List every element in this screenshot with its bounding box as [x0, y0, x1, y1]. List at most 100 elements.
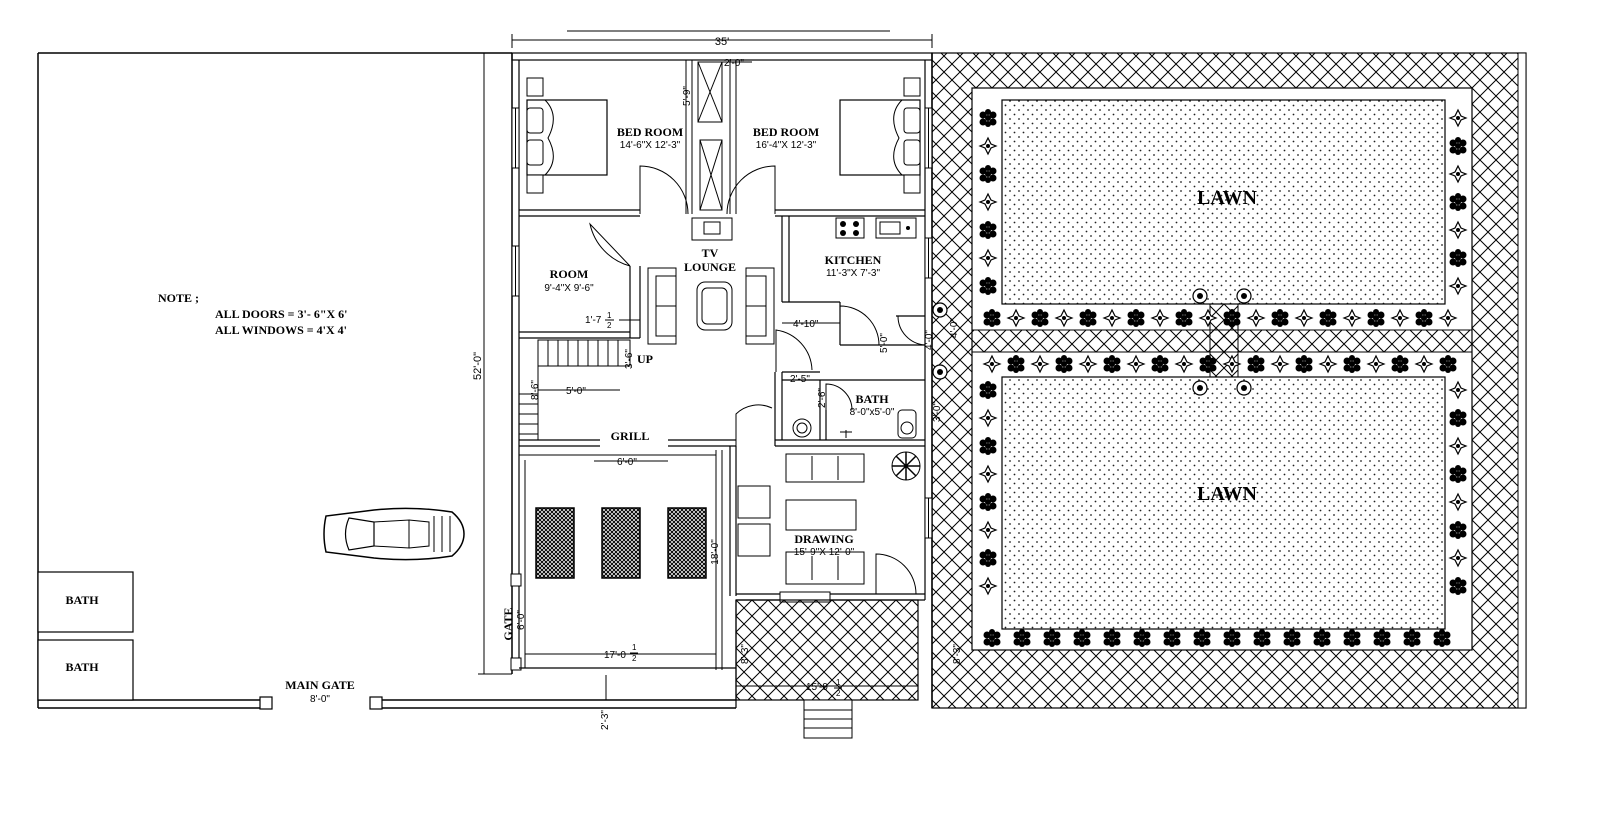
dimension-label: 15'-9	[806, 682, 828, 693]
dimension-label: 52'-0"	[472, 352, 484, 380]
dimension-label: 1'-7	[585, 315, 602, 326]
shrub-icon	[1133, 629, 1151, 647]
bath-2-label: BATH	[65, 660, 99, 674]
dimension-label: 5'-9"	[682, 86, 693, 106]
shrub-icon	[1449, 249, 1467, 267]
bedroom-left-name: BED ROOM	[617, 125, 683, 139]
up-label: UP	[637, 352, 653, 366]
garden-plants	[932, 109, 1467, 647]
dimension-label: 4'-0"	[924, 330, 935, 350]
shrub-icon	[1253, 629, 1271, 647]
shrub-icon	[1199, 355, 1217, 373]
note-title: NOTE ;	[158, 291, 199, 305]
shrub-icon	[1193, 629, 1211, 647]
tree-center	[937, 369, 943, 375]
shrub-icon	[1043, 629, 1061, 647]
dimension-label: 2'-0"	[724, 58, 744, 69]
shrub-icon	[979, 493, 997, 511]
shrub-icon	[1073, 629, 1091, 647]
shrub-icon	[983, 629, 1001, 647]
dimension-label: 2	[607, 321, 612, 330]
tv-lounge-label-2: LOUNGE	[684, 260, 736, 274]
shrub-icon	[1007, 355, 1025, 373]
dimension-label: 1	[632, 643, 637, 652]
shrub-icon	[1319, 309, 1337, 327]
dimension-label: 1	[607, 311, 612, 320]
shrub-icon	[979, 549, 997, 567]
dimension-label: 8'-6"	[530, 380, 541, 400]
dimension-label: 2	[836, 689, 841, 698]
porch-cots	[535, 507, 707, 579]
shrub-icon	[1271, 309, 1289, 327]
note-block: NOTE ; ALL DOORS = 3'- 6"X 6' ALL WINDOW…	[158, 291, 348, 337]
dimensions: 2'-0" 5'-9" 1'-7 1 2 3'-6" 5'-0" 8'-6" 4…	[310, 58, 963, 730]
shrub-icon	[1103, 629, 1121, 647]
shrub-icon	[979, 165, 997, 183]
shrub-icon	[1103, 355, 1121, 373]
shrub-icon	[1415, 309, 1433, 327]
drawing-furniture	[737, 451, 921, 585]
kitchen-size: 11'-3"X 7'-3"	[826, 268, 881, 279]
shrub-icon	[983, 309, 1001, 327]
kitchen-name: KITCHEN	[825, 253, 882, 267]
dimension-label: 5'-0"	[879, 333, 890, 353]
dimension-label: 2'-5"	[790, 374, 810, 385]
bedroom-left-size: 14'-6"X 12'-3"	[620, 140, 681, 151]
shrub-icon	[1175, 309, 1193, 327]
garden	[931, 52, 1527, 709]
dim-total-depth: 52'-0"	[472, 52, 512, 675]
tree-center	[1197, 293, 1203, 299]
shrub-icon	[1343, 355, 1361, 373]
shrub-icon	[979, 381, 997, 399]
tree-center	[1197, 385, 1203, 391]
dimension-label: 4'-0"	[949, 318, 960, 338]
dimension-label: 8'-3"	[740, 644, 751, 664]
windows	[511, 107, 933, 539]
dimension-label: 35'	[715, 36, 729, 48]
bath-block-2: BATH	[37, 639, 134, 701]
shrub-icon	[1295, 355, 1313, 373]
shrub-icon	[979, 221, 997, 239]
dimension-label: 3'-6"	[624, 349, 635, 369]
shrub-icon	[979, 277, 997, 295]
bed-left-icon	[526, 77, 608, 194]
lounge-furniture	[647, 217, 775, 345]
main-gate-label: MAIN GATE	[285, 678, 354, 692]
bedroom-right-name: BED ROOM	[753, 125, 819, 139]
dimension-label: 6'-0"	[516, 610, 527, 630]
dimension-label: 2'-3"	[600, 710, 611, 730]
shrub-icon	[1283, 629, 1301, 647]
shrub-icon	[1313, 629, 1331, 647]
bath-size: 8'-0"x5'-0"	[850, 407, 895, 418]
bath-name: BATH	[855, 392, 889, 406]
tree-center	[1241, 385, 1247, 391]
tree-center	[937, 307, 943, 313]
shrub-icon	[1223, 309, 1241, 327]
shrub-icon	[1055, 355, 1073, 373]
drawing-size: 15'-9"X 12'-0"	[794, 547, 855, 558]
dimension-label: 1	[836, 678, 841, 687]
dimension-label: 17'-0	[604, 650, 626, 661]
drawing-name: DRAWING	[794, 532, 853, 546]
room-name: ROOM	[550, 267, 589, 281]
shrub-icon	[1031, 309, 1049, 327]
shrub-icon	[1079, 309, 1097, 327]
dimension-label: 2'-6"	[817, 388, 828, 408]
grill-label: GRILL	[611, 429, 650, 443]
shrub-icon	[1343, 629, 1361, 647]
shrub-icon	[1151, 355, 1169, 373]
shrub-icon	[1163, 629, 1181, 647]
shrub-icon	[1449, 521, 1467, 539]
shrub-icon	[1223, 629, 1241, 647]
shrub-icon	[1013, 629, 1031, 647]
bath-1-label: BATH	[65, 593, 99, 607]
dimension-label: 6'-0"	[617, 457, 637, 468]
bath-block-1: BATH	[37, 571, 134, 633]
shrub-icon	[1439, 355, 1457, 373]
lawn-2-label: LAWN	[1197, 483, 1258, 505]
bed-right-icon	[839, 77, 921, 194]
dimension-label: 4'-10"	[793, 319, 819, 330]
dimension-label: 8'-3"	[952, 644, 963, 664]
shrub-icon	[1127, 309, 1145, 327]
